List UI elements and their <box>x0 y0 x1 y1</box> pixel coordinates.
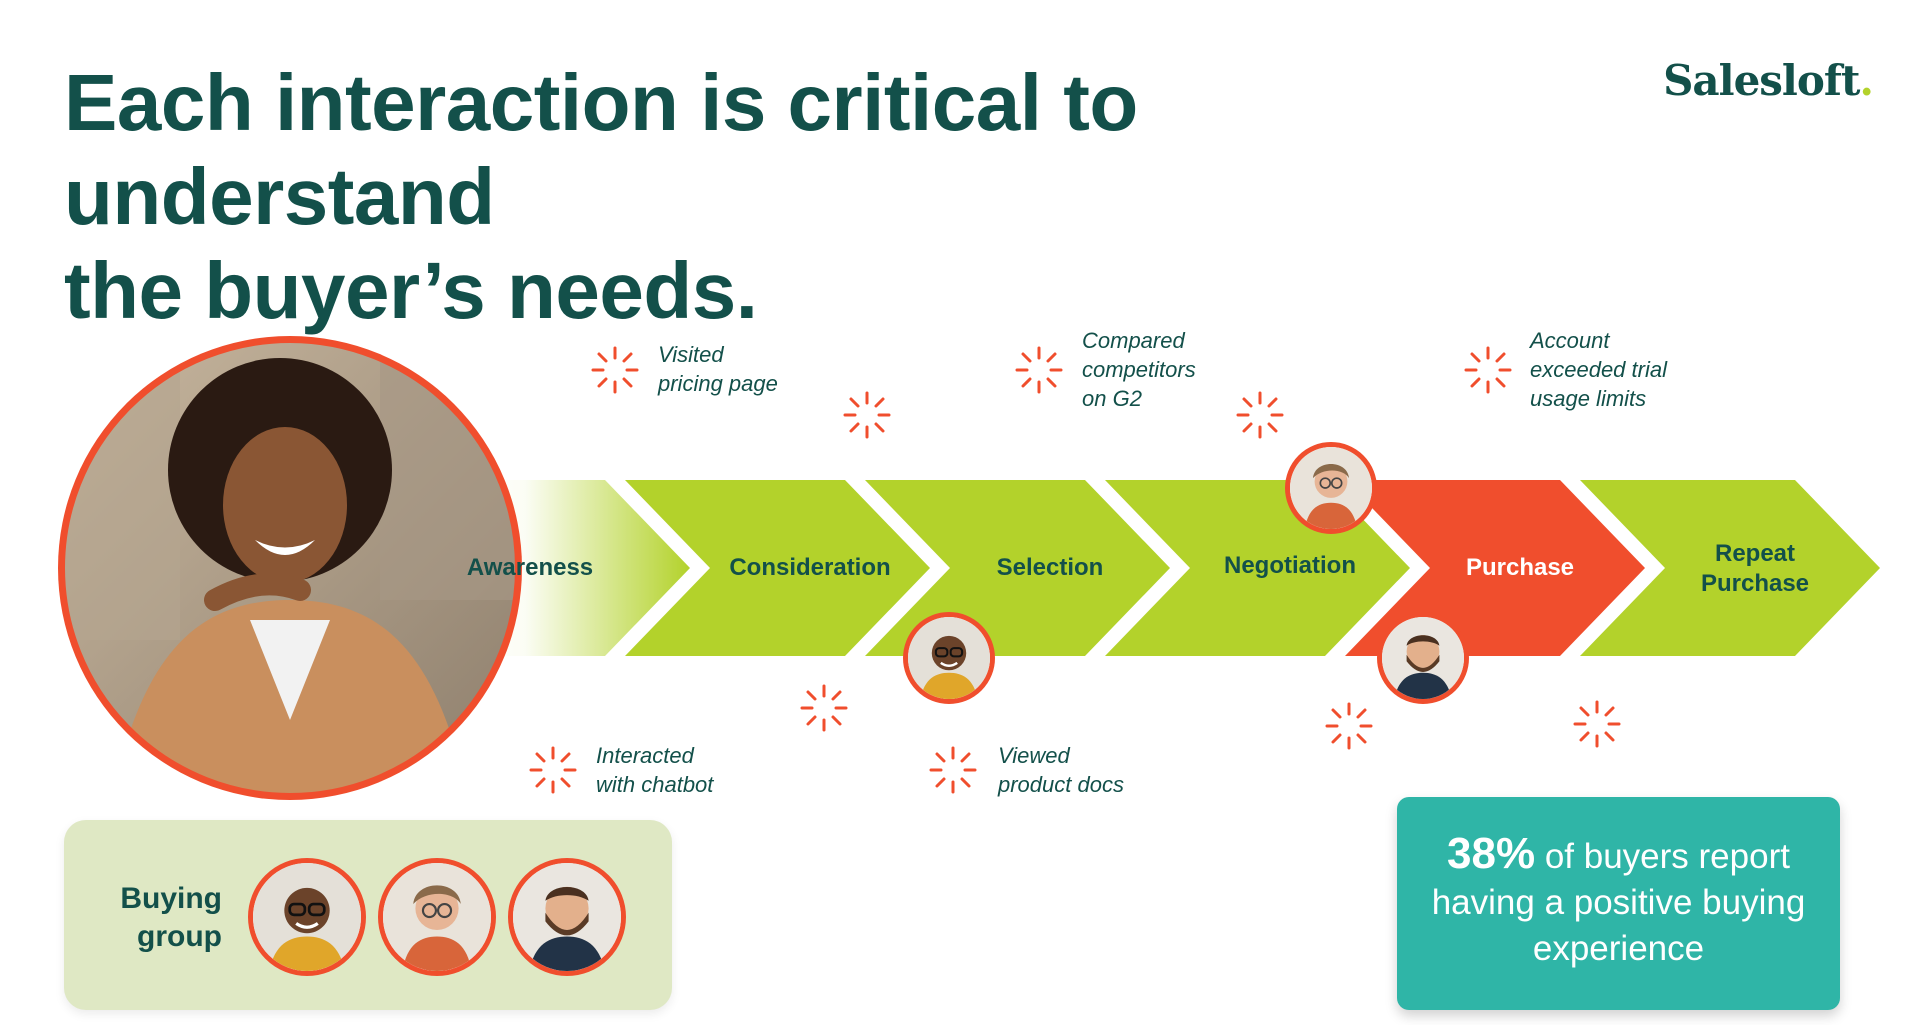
stage-awareness-label: Awareness <box>466 554 594 581</box>
buying-group-avatar-woman-glasses <box>378 858 496 976</box>
hero-buyer-photo <box>58 336 522 800</box>
sparkle-icon <box>591 346 639 394</box>
note-exceeded-trial: Account exceeded trial usage limits <box>1530 328 1667 411</box>
salesloft-logo: Salesloft. <box>1663 56 1874 105</box>
sparkle-icon <box>1464 346 1512 394</box>
sparkle-icon <box>529 746 577 794</box>
stat-percent: 38% <box>1447 829 1536 878</box>
sparkle-icon <box>1325 702 1373 750</box>
page-title: Each interaction is critical to understa… <box>64 56 1484 338</box>
sparkle-icon <box>1573 700 1621 748</box>
note-compared-competitors: Compared competitors on G2 <box>1082 328 1196 411</box>
note-visited-pricing: Visited pricing page <box>658 342 778 396</box>
note-viewed-docs: Viewed product docs <box>998 743 1124 797</box>
stage-negotiation-label: Negotiation <box>1224 552 1356 579</box>
stage-repeat-purchase-label: Repeat Purchase <box>1700 540 1810 597</box>
buying-group-avatar-man-beard <box>508 858 626 976</box>
stage-consideration-label: Consideration <box>729 554 891 581</box>
title-line-1: Each interaction is critical to understa… <box>64 58 1138 241</box>
sparkle-icon <box>843 391 891 439</box>
avatar-woman-glasses <box>1285 442 1377 534</box>
note-interacted-chatbot: Interacted with chatbot <box>596 743 714 797</box>
buying-group-label: Buying group <box>120 882 222 953</box>
stage-selection-label: Selection <box>996 554 1104 581</box>
stat-callout: 38% of buyers report having a positive b… <box>1397 797 1840 1010</box>
title-line-2: the buyer’s needs. <box>64 246 758 335</box>
stat-text: of buyers report having a positive buyin… <box>1431 837 1806 968</box>
stage-purchase-label: Purchase <box>1465 554 1575 581</box>
avatar-man-glasses <box>903 612 995 704</box>
stage-repeat-purchase-arrow <box>1580 480 1880 656</box>
logo-dot: . <box>1859 56 1874 105</box>
avatar-man-beard <box>1377 612 1469 704</box>
sparkle-icon <box>929 746 977 794</box>
stage-consideration-arrow <box>625 480 930 656</box>
logo-text: Salesloft <box>1663 56 1860 105</box>
buying-group-avatar-man-glasses <box>248 858 366 976</box>
sparkle-icon <box>1236 391 1284 439</box>
stage-awareness-arrow <box>470 480 690 656</box>
sparkle-icon <box>1015 346 1063 394</box>
sparkle-icon <box>800 684 848 732</box>
